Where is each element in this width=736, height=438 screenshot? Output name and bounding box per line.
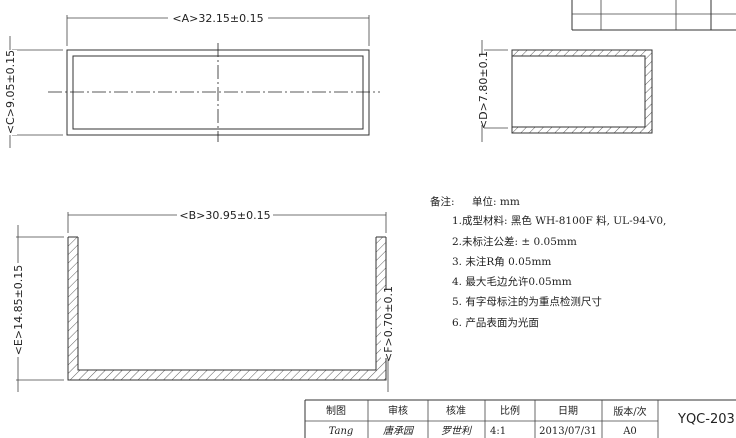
dimension-e: <E>14.85±0.15	[12, 265, 25, 356]
title-block: 制图 审核 核准 比例 日期 版本/次 Tang 唐承园 罗世利 4:1 201…	[304, 399, 736, 438]
dimension-b: <B>30.95±0.15	[179, 209, 270, 222]
notes: 备注: 单位: mm 1.成型材料: 黑色 WH-8100F 料, UL-94-…	[430, 195, 666, 329]
value-version: A0	[622, 426, 637, 437]
note-item: 1.成型材料: 黑色 WH-8100F 料, UL-94-V0,	[452, 214, 666, 227]
dimension-c: <C>9.05±0.15	[4, 50, 17, 134]
header-scale: 比例	[500, 404, 520, 417]
section-view-d: <D>7.80±0.1	[475, 40, 653, 142]
header-reviewed: 审核	[388, 404, 408, 417]
revision-table	[571, 0, 736, 31]
note-item: 4. 最大毛边允许0.05mm	[452, 275, 572, 288]
notes-header: 备注:	[430, 195, 455, 208]
notes-unit: 单位: mm	[472, 195, 520, 208]
dimension-f: <F>0.70±0.1	[382, 286, 395, 362]
header-approved: 核准	[446, 404, 466, 417]
note-item: 2.未标注公差: ± 0.05mm	[452, 235, 577, 248]
note-item: 5. 有字母标注的为重点检测尺寸	[452, 295, 602, 308]
note-item: 6. 产品表面为光面	[452, 316, 539, 329]
header-drawn: 制图	[326, 404, 346, 417]
drawing-number: YQC-203	[677, 412, 735, 427]
header-date: 日期	[558, 405, 578, 417]
value-date: 2013/07/31	[539, 426, 597, 437]
note-item: 3. 未注R角 0.05mm	[452, 255, 551, 268]
dimension-a: <A>32.15±0.15	[172, 12, 263, 25]
value-scale: 4:1	[490, 426, 506, 437]
dimension-d: <D>7.80±0.1	[477, 51, 490, 129]
section-view-u: <B>30.95±0.15 <E>14.85±0.15 <F>0.70±0.1	[11, 208, 395, 392]
value-approved: 罗世利	[441, 425, 473, 437]
value-drawn: Tang	[329, 426, 354, 437]
header-version: 版本/次	[613, 405, 646, 418]
top-view: <A>32.15±0.15 <C>9.05±0.15	[3, 11, 380, 148]
value-reviewed: 唐承园	[383, 425, 415, 437]
